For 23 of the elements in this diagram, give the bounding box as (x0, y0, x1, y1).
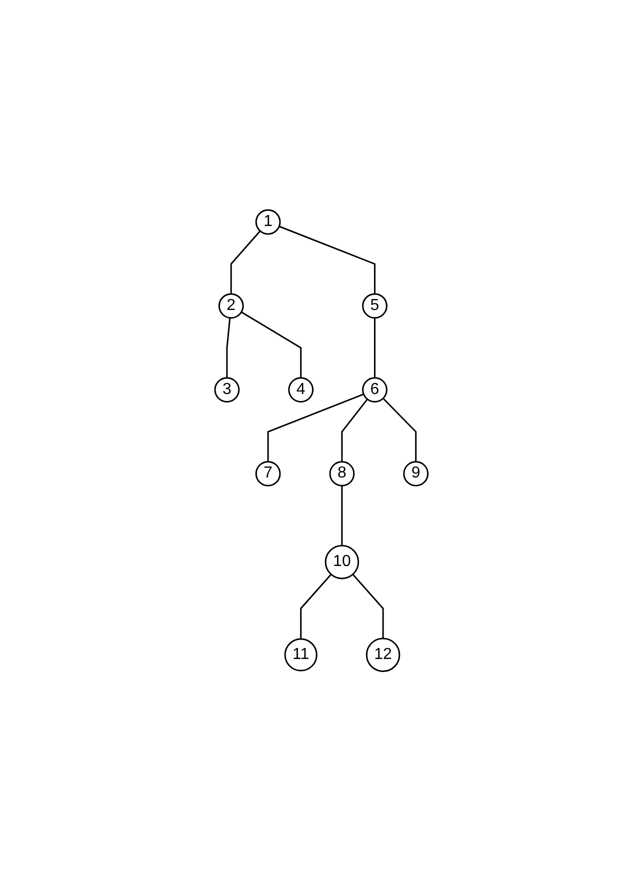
connector (266, 394, 364, 462)
node-circle: 2 (218, 294, 244, 319)
connector (300, 574, 332, 640)
node-circle: 7 (254, 461, 280, 487)
node-circle: 3 (214, 377, 240, 403)
connector (226, 318, 230, 378)
connector (230, 230, 260, 294)
connector (278, 226, 376, 294)
node-circle: 1 (254, 210, 280, 236)
connector (352, 574, 384, 639)
connector (240, 312, 302, 378)
node-circle: 4 (288, 377, 314, 403)
node-circle: 6 (362, 377, 388, 403)
node-circle: 10 (324, 545, 359, 580)
node-circle: 11 (284, 638, 317, 672)
connector (374, 318, 376, 378)
node-circle: 8 (328, 461, 354, 487)
connector (340, 486, 342, 546)
connector (382, 398, 416, 462)
node-circle: 5 (362, 294, 388, 319)
connector (340, 399, 368, 462)
node-circle: 9 (402, 461, 428, 487)
node-circle: 12 (366, 638, 400, 672)
